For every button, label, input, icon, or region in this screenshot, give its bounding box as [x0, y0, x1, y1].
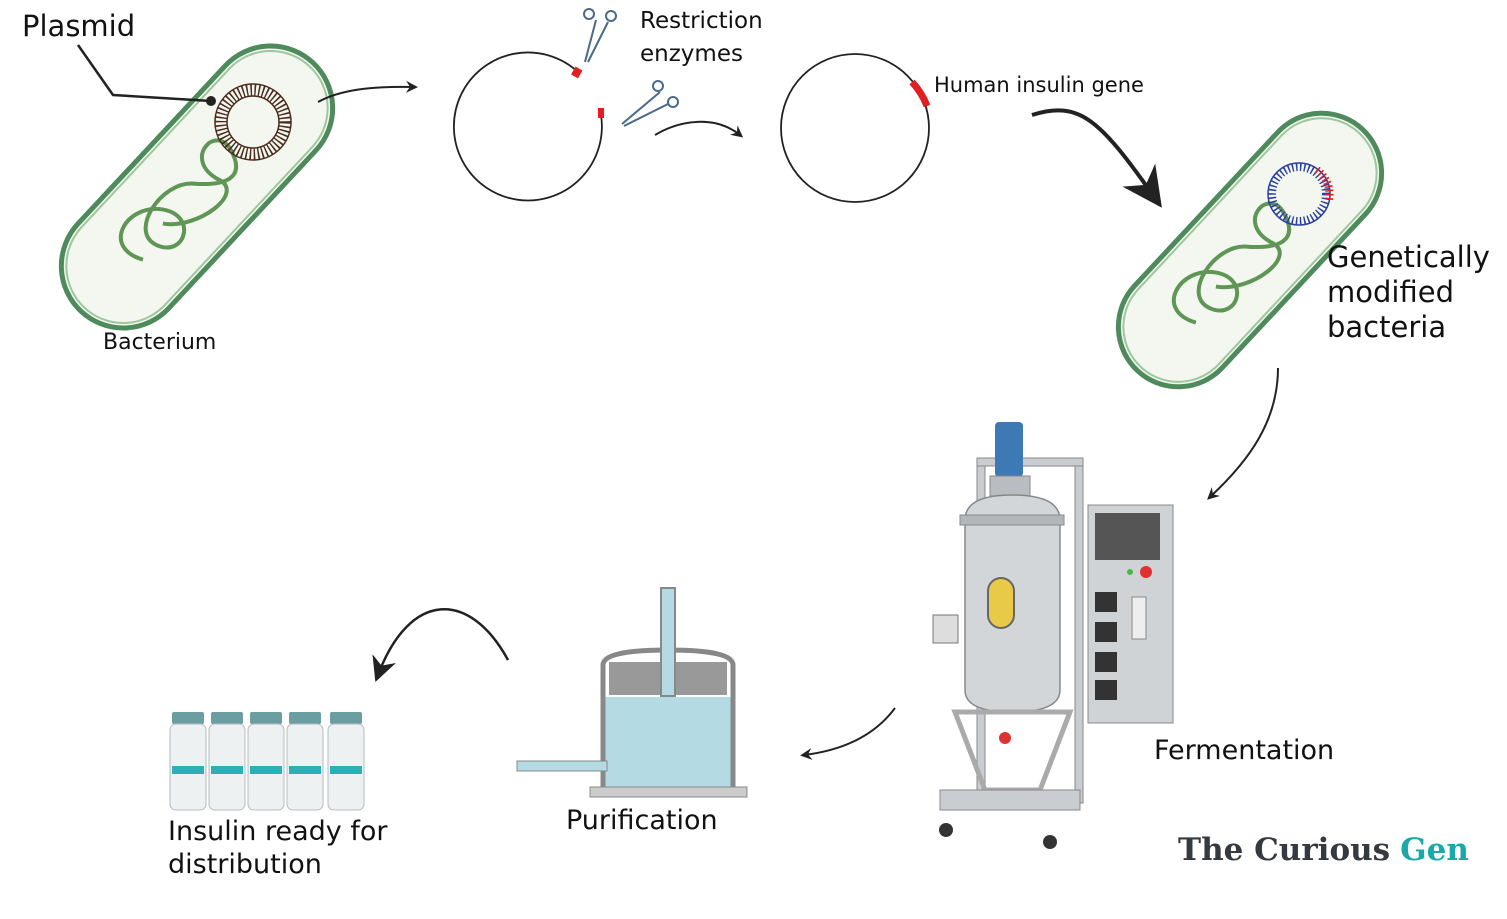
logo-part-2: Gen	[1400, 832, 1469, 868]
restriction-enzymes-label-2: enzymes	[640, 41, 743, 67]
chromosome-dna	[119, 138, 239, 262]
recombinant-plasmid	[780, 53, 931, 203]
arrow-to-recombinant	[654, 120, 744, 138]
fermentation-label: Fermentation	[1154, 735, 1334, 766]
restriction-enzymes-label-1: Restriction	[640, 8, 763, 34]
arrow-to-purification	[800, 707, 896, 760]
arrow-to-plasmid	[317, 80, 418, 103]
gm-bacteria-label-3: bacteria	[1327, 310, 1446, 344]
fermenter-illustration	[932, 422, 1174, 849]
bacterium-label: Bacterium	[103, 330, 216, 355]
gm-bacterium-illustration	[1115, 110, 1385, 390]
plasmid-in-bacterium	[214, 83, 292, 161]
scissors-icon	[621, 80, 679, 127]
arrow-to-vials	[372, 608, 510, 683]
cut-plasmid	[452, 51, 604, 202]
logo: The Curious Gen	[1178, 832, 1469, 868]
plasmid-pointer-line	[76, 44, 212, 103]
gm-plasmid	[1267, 162, 1334, 226]
scissors-icon	[583, 8, 617, 63]
gm-bacteria-label-2: modified	[1327, 275, 1454, 309]
logo-part-1: The Curious	[1178, 832, 1390, 868]
purification-tank	[516, 587, 748, 798]
insulin-vials	[169, 712, 365, 811]
bacterium-illustration	[58, 43, 336, 331]
human-insulin-gene-label: Human insulin gene	[934, 73, 1144, 97]
purification-label: Purification	[566, 805, 718, 836]
insulin-ready-label-2: distribution	[168, 849, 322, 880]
plasmid-label: Plasmid	[22, 9, 135, 43]
gm-bacteria-label-1: Genetically	[1327, 240, 1490, 274]
arrow-to-gm-bacteria	[1031, 108, 1162, 208]
arrow-to-fermenter	[1207, 367, 1279, 500]
insulin-ready-label-1: Insulin ready for	[168, 816, 388, 847]
